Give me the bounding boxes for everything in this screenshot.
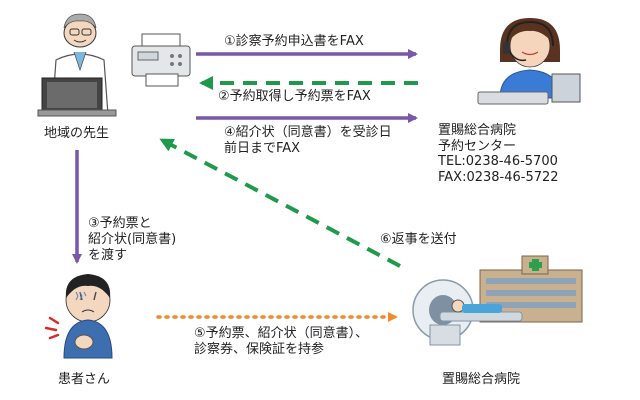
step5-line1: ⑤予約票、紹介状（同意書）、 (194, 326, 369, 341)
step5-label: ⑤予約票、紹介状（同意書）、 診察券、保険証を持参 (194, 326, 368, 358)
step4-line1: ④紹介状（同意書）を受診日 (224, 125, 392, 140)
step6-label: ⑥返事を送付 (380, 232, 457, 247)
arrow-step6 (159, 138, 401, 268)
step3-line2: 紹介状(同意書) (88, 232, 177, 247)
fax-machine-illustration (131, 33, 191, 87)
doctor-illustration (37, 13, 117, 117)
reservation-center-info: 置賜総合病院 予約センター TEL:0238-46-5700 FAX:0238-… (438, 123, 559, 185)
operator-illustration (477, 18, 581, 105)
step2-label: ②予約取得し予約票をFAX (218, 89, 371, 104)
step4-label: ④紹介状（同意書）を受診日 前日までFAX (224, 125, 392, 157)
step5-line2: 診察券、保険証を持参 (194, 342, 325, 357)
step1-label: ①診察予約申込書をFAX (224, 34, 364, 49)
patient-label: 患者さん (58, 372, 111, 387)
center-name: 置賜総合病院 (438, 123, 517, 138)
doctor-label: 地域の先生 (44, 126, 110, 141)
step4-line2: 前日までFAX (224, 141, 301, 156)
step3-line1: ③予約票と (88, 216, 152, 231)
step3-label: ③予約票と 紹介状(同意書) を渡す (88, 216, 176, 264)
hospital-label: 置賜総合病院 (442, 372, 521, 387)
hospital-illustration (412, 255, 583, 346)
center-fax: FAX:0238-46-5722 (438, 169, 559, 185)
step3-line3: を渡す (88, 248, 128, 263)
center-tel: TEL:0238-46-5700 (438, 154, 558, 169)
patient-illustration (44, 274, 113, 359)
center-dept: 予約センター (438, 138, 517, 154)
